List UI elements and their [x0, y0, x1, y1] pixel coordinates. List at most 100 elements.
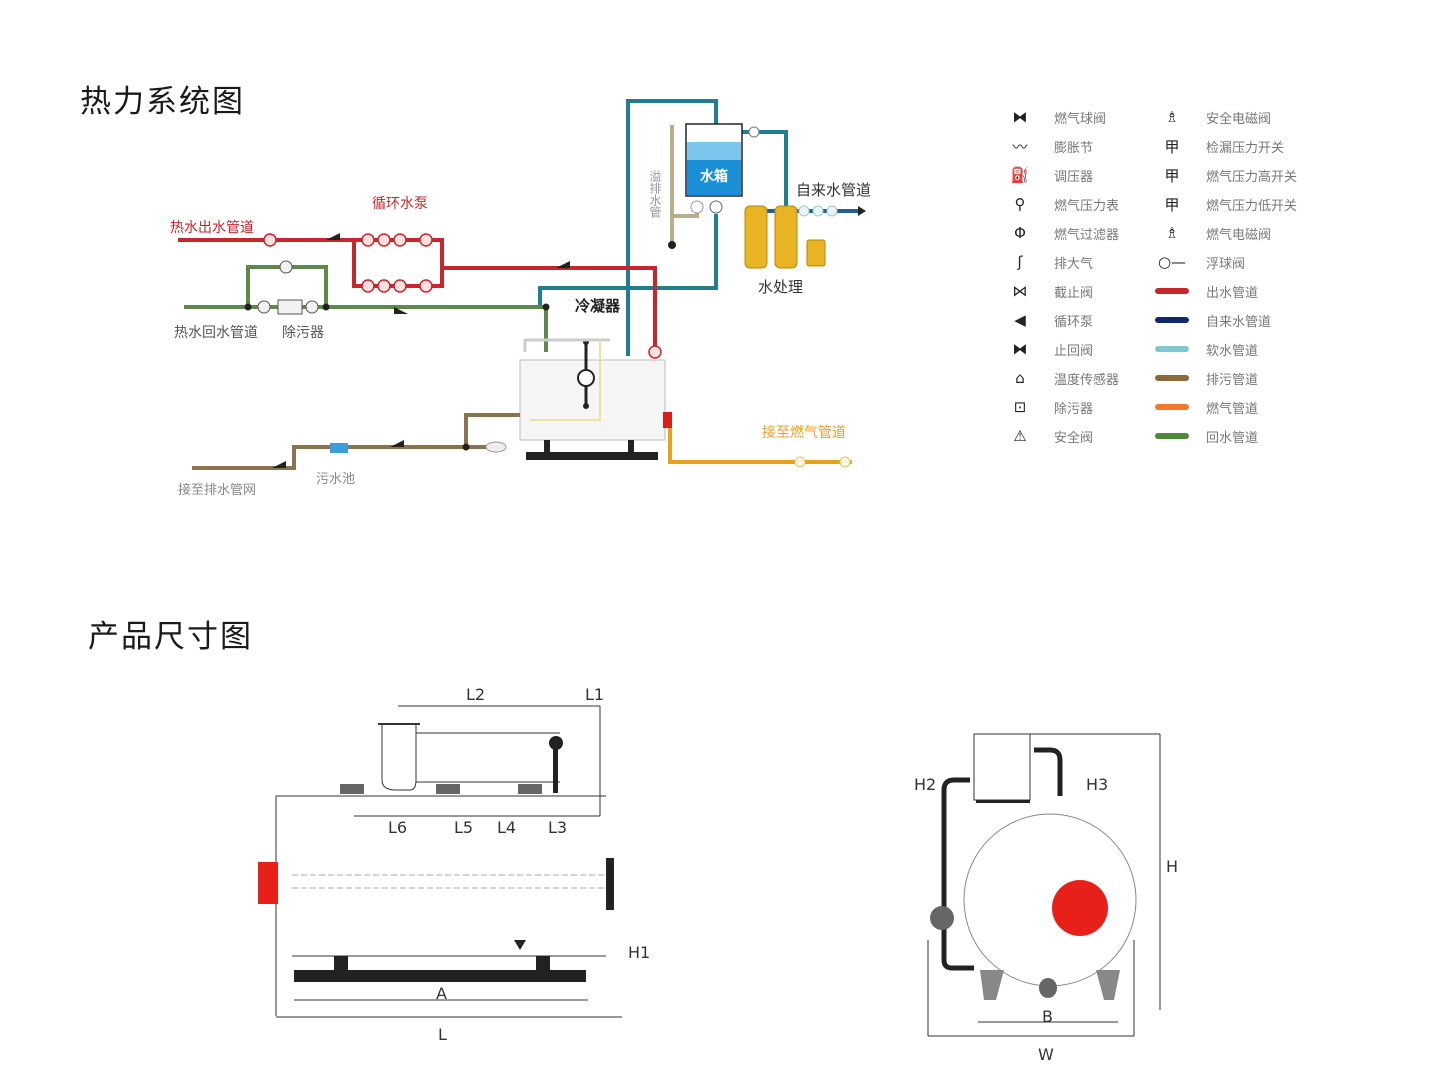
product-dimension-title: 产品尺寸图 — [88, 619, 253, 655]
legend-label: 燃气过滤器 — [1054, 227, 1120, 243]
expansion-joint-icon: 〰 — [1012, 137, 1028, 156]
legend-item: ⋈ 截止阀 — [1000, 278, 1094, 304]
flow-arrow — [326, 233, 340, 240]
safety-valve-icon: ⚠ — [1013, 427, 1027, 445]
gas-ball-valve-icon: ⧓ — [1012, 108, 1028, 126]
legend-item: 回水管道 — [1152, 423, 1258, 449]
drain-valve — [485, 441, 507, 453]
swatch-wrapper — [1152, 338, 1192, 360]
legend-label: 燃气电磁阀 — [1206, 227, 1272, 243]
pressure-regulator-icon: ⛽ — [1010, 166, 1030, 184]
legend-label: 燃气压力高开关 — [1206, 169, 1298, 185]
pipe-color-swatch — [1155, 346, 1189, 352]
legend-item: ⚲ 燃气压力表 — [1000, 191, 1120, 217]
water-tank: 水箱 — [685, 123, 760, 214]
tap-water-pipe-label: 自来水管道 — [796, 181, 871, 199]
sewage-pool-label: 污水池 — [316, 472, 355, 487]
drain-network-label: 接至排水管网 — [178, 482, 256, 498]
legend-item: 自来水管道 — [1152, 307, 1271, 333]
dirt-separator-label: 除污器 — [282, 325, 324, 341]
gas-high-pressure-switch-icon: 甲 — [1164, 166, 1180, 185]
legend-label: 检漏压力开关 — [1206, 140, 1285, 156]
thermal-system-title: 热力系统图 — [80, 84, 245, 120]
hot-water-return-label: 热水回水管道 — [174, 325, 258, 341]
drain-pipes — [192, 413, 520, 470]
legend-item: ⛽ 调压器 — [1000, 162, 1093, 188]
gas-low-pressure-switch-icon: 甲 — [1164, 195, 1180, 214]
flow-arrow — [390, 440, 404, 447]
teal-pipe-return — [538, 214, 718, 305]
circulation-pump-icon: ◀ — [1014, 311, 1026, 329]
pipe-color-swatch — [1155, 375, 1189, 381]
legend-item: ◀循环泵 — [1000, 307, 1093, 333]
circulation-pump-label: 循环水泵 — [372, 196, 428, 212]
temperature-sensor-icon: ⌂ — [1015, 369, 1025, 387]
circulation-pumps — [263, 233, 662, 359]
legend-item: 出水管道 — [1152, 278, 1258, 304]
swatch-wrapper — [1152, 396, 1192, 418]
boiler — [519, 338, 672, 460]
legend-item: ʃ 排大气 — [1000, 249, 1093, 275]
safety-solenoid-valve-icon: ♗ — [1165, 108, 1179, 126]
swatch-wrapper — [1152, 425, 1192, 447]
legend-label: 燃气压力表 — [1054, 198, 1120, 214]
tap-water-inlet — [756, 205, 866, 217]
legend-label: 安全电磁阀 — [1206, 111, 1272, 127]
legend-item: ⊡除污器 — [1000, 394, 1093, 420]
leak-pressure-switch-icon: 甲 — [1164, 137, 1180, 156]
pipe-color-swatch — [1155, 288, 1189, 294]
legend-label: 回水管道 — [1206, 430, 1259, 446]
legend-label: 调压器 — [1054, 169, 1094, 185]
vent-icon: ʃ — [1017, 253, 1023, 271]
tap-water-pipes — [538, 99, 788, 356]
gas-pipe-label: 接至燃气管道 — [762, 424, 846, 441]
legend-item: ♗ 燃气电磁阀 — [1152, 220, 1271, 246]
check-valve-icon: ⧓ — [1012, 340, 1028, 358]
gas-solenoid-valve-icon: ♗ — [1165, 224, 1179, 242]
stop-valve-icon: ⋈ — [1012, 282, 1028, 300]
swatch-wrapper — [1152, 280, 1192, 302]
water-treatment-units — [744, 205, 826, 269]
legend-item: ⌂温度传感器 — [1000, 365, 1119, 391]
legend-label: 燃气管道 — [1206, 401, 1259, 417]
legend-label: 软水管道 — [1206, 343, 1259, 359]
teal-pipe-right — [742, 130, 788, 210]
overflow-pipe-label: 溢排水管 — [648, 170, 662, 219]
legend-label: 浮球阀 — [1206, 256, 1246, 272]
pipe-color-swatch — [1155, 404, 1189, 410]
swatch-wrapper — [1152, 367, 1192, 389]
teal-pipe-top — [626, 99, 718, 300]
legend-label: 除污器 — [1054, 401, 1094, 417]
legend-item: ⚠安全阀 — [1000, 423, 1093, 449]
legend-item: ⧓ 燃气球阀 — [1000, 104, 1107, 130]
swatch-wrapper — [1152, 309, 1192, 331]
legend-label: 截止阀 — [1054, 285, 1094, 301]
condenser-label: 冷凝器 — [575, 297, 621, 315]
legend-item: ♗ 安全电磁阀 — [1152, 104, 1271, 130]
drain-node — [668, 241, 676, 249]
legend-item: 甲 燃气压力低开关 — [1152, 191, 1297, 217]
legend-item: 甲 燃气压力高开关 — [1152, 162, 1297, 188]
pipe-color-swatch — [1155, 317, 1189, 323]
water-tank-label: 水箱 — [700, 168, 728, 185]
legend-label: 出水管道 — [1206, 285, 1259, 301]
legend-item: Φ 燃气过滤器 — [1000, 220, 1119, 246]
legend-label: 排大气 — [1054, 256, 1094, 272]
legend-item: 甲 检漏压力开关 — [1152, 133, 1284, 159]
flow-arrow — [394, 307, 408, 314]
legend-item: ⧓止回阀 — [1000, 336, 1094, 362]
gas-filter-icon: Φ — [1014, 224, 1026, 242]
legend-label: 燃气球阀 — [1054, 111, 1107, 127]
legend-label: 燃气压力低开关 — [1206, 198, 1298, 214]
flow-arrow — [556, 261, 570, 268]
gas-pressure-gauge-icon: ⚲ — [1014, 195, 1026, 213]
float-valve-icon: ○— — [1157, 253, 1187, 271]
flow-arrow — [272, 461, 286, 468]
hot-water-outlet-label: 热水出水管道 — [170, 220, 254, 236]
legend-item: 排污管道 — [1152, 365, 1258, 391]
legend-item: 软水管道 — [1152, 336, 1258, 362]
pipe-color-swatch — [1155, 433, 1189, 439]
sewage-pool — [330, 443, 348, 453]
legend-item: 燃气管道 — [1152, 394, 1258, 420]
